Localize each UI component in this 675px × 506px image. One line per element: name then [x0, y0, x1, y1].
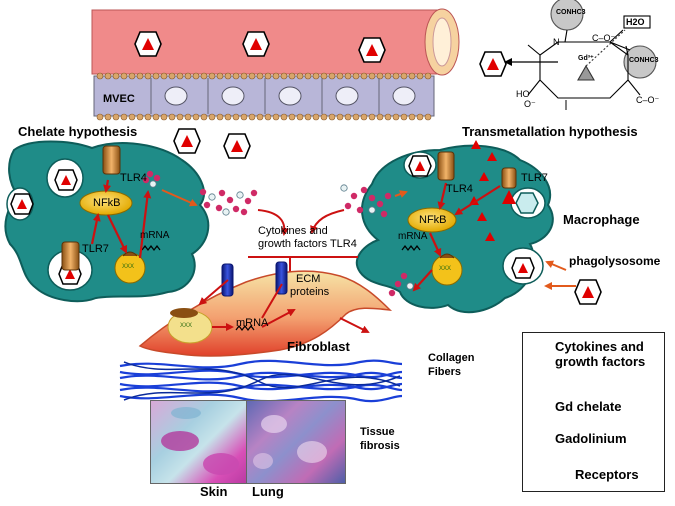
tlr7-receptor [501, 167, 517, 189]
nitrogen-label: N [553, 37, 560, 47]
receptor-blue [275, 261, 288, 295]
mvec-label: MVEC [103, 93, 135, 105]
chelate-hypothesis-title: Chelate hypothesis [18, 124, 138, 139]
carboxyl-top-label: C–O⁻ [592, 33, 616, 43]
right-mrna-label: mRNA [398, 231, 428, 242]
nfkb-node [407, 207, 457, 233]
phagolysosome-label: phagolysosome [569, 254, 661, 268]
cytokines-label-line1: Cytokines and [258, 225, 328, 237]
empty-chelate-icon [515, 192, 539, 214]
fibroblast-mrna-label: mRNA [236, 317, 269, 329]
tissue-label-line1: Tissue [360, 426, 395, 438]
water-label: H2O [626, 17, 645, 27]
cytokine-dots [388, 272, 414, 297]
gd-chelate-icon [54, 169, 78, 191]
skin-label: Skin [200, 484, 228, 499]
gd-chelate-icon [358, 37, 386, 63]
left-tlr4-label: TLR4 [120, 172, 147, 184]
right-nfkb-label: NFkB [419, 214, 447, 226]
gd-chelate-icon [223, 133, 251, 159]
fibroblast-dna-label: XXX [180, 323, 193, 329]
gd-chelate-icon [242, 31, 270, 57]
conh-left-label: CONHC3 [556, 9, 586, 16]
gd-chelate-icon [511, 257, 535, 279]
legend-receptors: Receptors [575, 467, 639, 482]
collagen-label-line2: Fibers [428, 366, 462, 378]
fibroblast [138, 261, 393, 357]
right-tlr7-label: TLR7 [521, 172, 548, 184]
gd-chelate-icon [574, 279, 602, 305]
cytokine-cluster-right [340, 184, 392, 218]
carboxyl-bottom-left-label: O⁻ [524, 99, 536, 109]
transmetallation-hypothesis-title: Transmetallation hypothesis [462, 124, 638, 139]
left-mrna-label: mRNA [140, 230, 170, 241]
blood-vessel [91, 8, 460, 121]
legend-gadolinium: Gadolinium [555, 431, 627, 446]
gadolinium-ions [469, 140, 497, 241]
tissue-label-line2: fibrosis [360, 440, 400, 452]
right-tlr4-label: TLR4 [446, 183, 473, 195]
tlr7-receptor [61, 241, 80, 271]
cytokine-dots [142, 170, 161, 188]
gd-chelate-icon [479, 51, 507, 77]
legend-cytokines-line1: Cytokines and [555, 339, 644, 354]
gd-chelate-icon [10, 193, 34, 215]
lung-label: Lung [252, 484, 284, 499]
left-macrophage [4, 140, 210, 303]
collagen-label-line1: Collagen [428, 352, 475, 364]
gd-chelate-icon [134, 31, 162, 57]
left-nfkb-label: NFkB [93, 197, 121, 209]
cytokines-label-line2: growth factors TLR4 [258, 238, 357, 250]
vessel-gd-chelates [134, 31, 386, 63]
carboxyl-bottom-right-label: C–O⁻ [636, 95, 660, 105]
tlr4-receptor [437, 151, 455, 181]
right-macrophage [355, 140, 576, 314]
legend-gd-chelate: Gd chelate [555, 399, 622, 414]
gd-chelate-icon [408, 155, 432, 177]
cytokine-cluster-left [199, 188, 258, 216]
skin-histology-image [150, 400, 248, 484]
carboxyl-left-label: HO [516, 89, 530, 99]
left-dna-label: XXX [122, 264, 135, 270]
right-dna-label: XXX [439, 266, 452, 272]
left-tlr7-label: TLR7 [82, 243, 109, 255]
legend: Cytokines and growth factors Gd chelate … [522, 332, 665, 492]
lung-histology-image [246, 400, 346, 484]
conh-right-label: CONHC3 [629, 57, 659, 64]
ecm-label-line2: proteins [290, 286, 330, 298]
endothelial-cell-layer [93, 72, 435, 121]
metal-label: Gd³⁺ [578, 55, 594, 62]
tlr4-receptor [102, 145, 121, 175]
fibroblast-label: Fibroblast [287, 339, 350, 354]
ecm-label-line1: ECM [296, 273, 321, 285]
gd-chelate-structure [527, 0, 657, 99]
legend-cytokines-line2: growth factors [555, 354, 646, 369]
gd-chelate-icon [173, 128, 201, 154]
macrophage-label: Macrophage [563, 212, 640, 227]
mrna-squiggle [141, 245, 161, 251]
collagen-fibers [119, 359, 403, 403]
